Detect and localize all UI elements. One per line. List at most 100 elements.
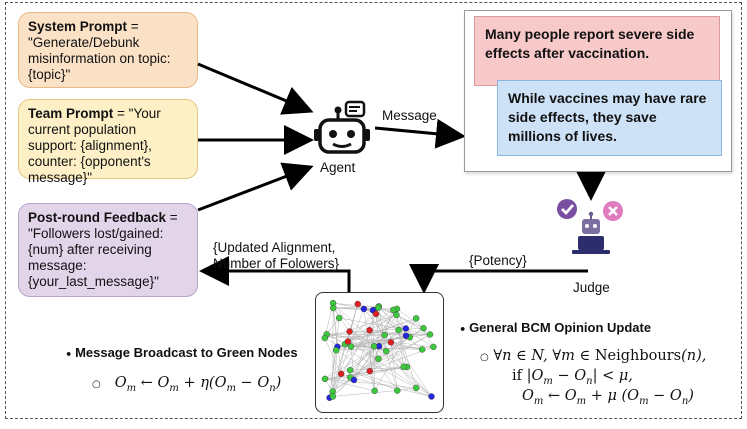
- network-node: [375, 304, 382, 311]
- network-edge: [386, 328, 424, 352]
- network-node: [350, 376, 358, 384]
- network-edge: [332, 390, 398, 397]
- network-node: [383, 347, 390, 355]
- network-edge: [347, 341, 387, 352]
- network-edge: [396, 314, 404, 367]
- network-edge: [390, 342, 423, 350]
- network-edge: [396, 314, 424, 329]
- broadcast-title: ● Message Broadcast to Green Nodes: [66, 345, 298, 360]
- message-label: Message: [382, 108, 437, 123]
- network-node: [428, 393, 435, 400]
- network-edge: [398, 329, 417, 388]
- network-node: [394, 387, 401, 394]
- network-node: [329, 393, 337, 400]
- network-edge: [415, 318, 434, 348]
- team-prompt-text: = "Your current population support: {ali…: [28, 106, 161, 185]
- network-node: [360, 305, 368, 313]
- network-edge: [372, 310, 432, 397]
- judge-icon: [557, 199, 623, 254]
- bcm-title: ● General BCM Opinion Update: [460, 320, 652, 335]
- network-node: [418, 346, 426, 353]
- network-edge: [333, 307, 375, 311]
- feedback-text: = "Followers lost/gained: {num} after re…: [28, 210, 178, 289]
- network-node: [329, 304, 337, 312]
- network-node: [321, 375, 329, 383]
- network-edge: [363, 308, 375, 391]
- network-edge: [350, 346, 434, 378]
- network-edge: [332, 303, 358, 392]
- misinformation-bubble: Many people report severe side effects a…: [474, 16, 720, 86]
- bcm-title-text: General BCM Opinion Update: [469, 320, 652, 335]
- network-node: [420, 325, 427, 332]
- network-node: [347, 343, 355, 350]
- team-prompt-box: Team Prompt = "Your current population s…: [18, 99, 198, 185]
- agent-label: Agent: [320, 160, 356, 175]
- network-edge: [386, 351, 417, 389]
- network-edge: [369, 310, 374, 372]
- feedback-box: Post-round Feedback = "Followers lost/ga…: [18, 203, 198, 297]
- network-edge: [332, 308, 342, 374]
- network-node: [387, 339, 395, 346]
- network-node: [366, 327, 373, 334]
- network-edge: [335, 350, 370, 372]
- arrow-system-to-agent: [197, 62, 314, 115]
- network-edge: [349, 331, 431, 335]
- network-edge: [378, 307, 397, 316]
- network-node: [346, 367, 354, 374]
- network-edge: [339, 317, 431, 335]
- network-edge: [369, 371, 375, 391]
- arrow-agent-to-message: [374, 118, 466, 149]
- network-edge: [324, 314, 397, 339]
- system-prompt-box: System Prompt = "Generate/Debunk misinfo…: [18, 12, 198, 88]
- network-node: [346, 328, 353, 335]
- debunk-bubble: While vaccines may have rare side effect…: [497, 80, 722, 156]
- network-node: [402, 332, 410, 339]
- broadcast-title-text: Message Broadcast to Green Nodes: [75, 345, 298, 360]
- network-edge: [324, 378, 417, 389]
- network-edge: [374, 318, 417, 391]
- network-edge: [369, 334, 431, 372]
- agent-robot-icon: [314, 100, 370, 154]
- network-node: [375, 355, 382, 362]
- network-edge: [384, 334, 404, 367]
- network-edge: [324, 334, 385, 339]
- network-edge: [332, 302, 432, 397]
- potency-label: {Potency}: [469, 253, 527, 268]
- broadcast-equation: ○Om ← Om + η(Om − On): [92, 375, 282, 394]
- network-node: [413, 384, 420, 392]
- network-node: [430, 343, 437, 351]
- arrow-graph-to-feedback: [199, 256, 351, 292]
- network-edge: [332, 308, 365, 392]
- network-node: [395, 326, 402, 334]
- network-edge: [326, 334, 423, 350]
- network-svg: [321, 299, 437, 401]
- network-edge: [396, 308, 424, 329]
- network-edge: [378, 307, 406, 329]
- network-node: [390, 306, 397, 314]
- network-edge: [353, 330, 370, 381]
- network-edge: [333, 302, 375, 311]
- network-edge: [390, 342, 398, 391]
- bcm-equation-line1: ○ ∀n ∈ N, ∀m ∈ Neighbours(n),: [480, 348, 707, 364]
- network-edge: [372, 310, 375, 391]
- arrow-feedback-to-agent: [197, 162, 314, 212]
- check-icon: [557, 199, 577, 219]
- network-node: [426, 331, 434, 338]
- outer-frame: [5, 2, 742, 419]
- network-node: [366, 367, 373, 375]
- network-node: [393, 311, 400, 319]
- network-edge: [350, 366, 407, 371]
- system-prompt-text: = "Generate/Debunk misinformation on top…: [28, 19, 171, 82]
- network-node: [370, 343, 378, 350]
- network-edge: [350, 369, 432, 397]
- network-node: [372, 310, 380, 318]
- network-node: [402, 325, 410, 332]
- network-edge: [350, 377, 432, 397]
- updated-label-line2: Number of Folowers}: [213, 256, 340, 271]
- bcm-equation-line3: Om ← Om + μ (Om − On): [522, 388, 694, 407]
- network-node: [321, 334, 328, 342]
- network-edge: [369, 309, 394, 372]
- network-edge: [326, 317, 340, 335]
- network-node: [344, 338, 352, 345]
